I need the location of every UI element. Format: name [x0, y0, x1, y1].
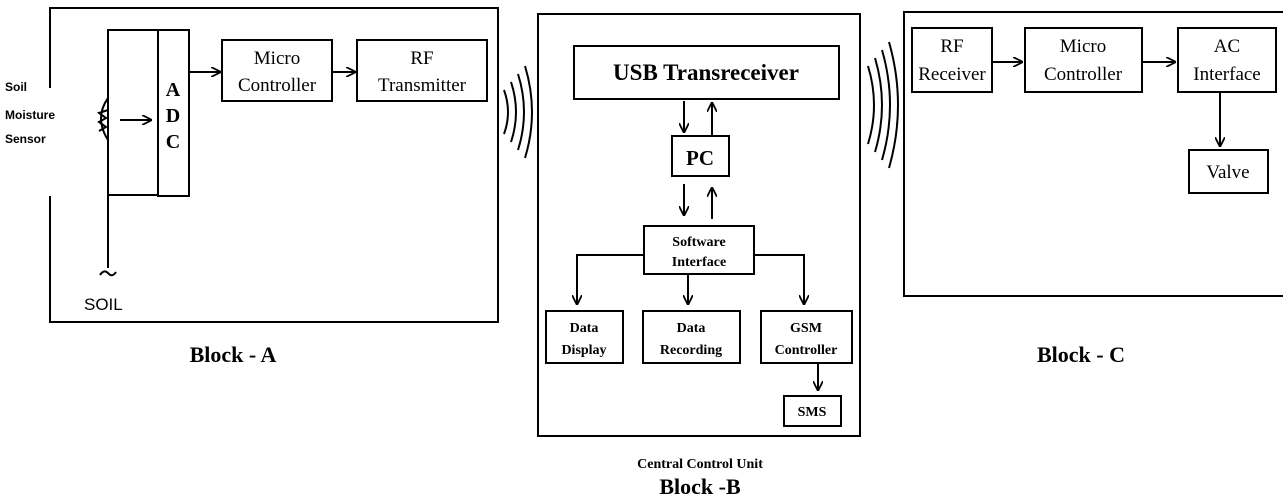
micro-a-line2: Controller	[238, 75, 317, 96]
rf-transmitter-box: RF Transmitter	[356, 39, 488, 102]
soil-ground-icon	[99, 270, 117, 277]
sensor-label-soil: Soil	[5, 80, 27, 94]
block-b: USB Transreceiver PC Software Interface …	[537, 13, 861, 499]
block-b-frame	[537, 13, 861, 437]
micro-a-line1: Micro	[254, 48, 300, 69]
micro-c-line1: Micro	[1060, 36, 1106, 57]
soil-moisture-sensor	[96, 29, 158, 277]
usb-label: USB Transreceiver	[613, 60, 799, 85]
soil-label: SOIL	[84, 295, 123, 314]
arrow-software-to-display	[577, 254, 644, 304]
ac-line2: Interface	[1193, 64, 1261, 85]
adc-letter-a: A	[166, 79, 181, 101]
micro-controller-c-box: Micro Controller	[1024, 27, 1143, 93]
gsm-line1: GSM	[790, 321, 822, 336]
sms-label: SMS	[798, 405, 827, 420]
block-b-caption: Central Control Unit	[637, 457, 763, 472]
arrow-software-to-gsm	[754, 254, 804, 304]
sensor-label-sensor: Sensor	[5, 132, 46, 146]
rf-receiver-box: RF Receiver	[911, 27, 993, 93]
gsm-controller-box: GSM Controller	[760, 310, 853, 364]
gsm-line2: Controller	[775, 343, 838, 358]
adc-letter-c: C	[166, 131, 180, 153]
rf-rx-line1: RF	[940, 36, 963, 57]
display-line1: Data	[570, 321, 599, 336]
software-line2: Interface	[672, 255, 726, 270]
ac-line1: AC	[1214, 36, 1240, 57]
usb-transreceiver-box: USB Transreceiver	[573, 45, 840, 100]
rf-tx-line2: Transmitter	[378, 75, 467, 96]
recording-line2: Recording	[660, 343, 722, 358]
block-c-frame	[903, 11, 1283, 297]
software-line1: Software	[672, 235, 725, 250]
sensor-element-icon	[100, 97, 109, 141]
valve-label: Valve	[1206, 162, 1249, 183]
block-c-title: Block - C	[1037, 342, 1125, 367]
rf-tx-line1: RF	[410, 48, 433, 69]
block-a-sensor-opening	[44, 88, 58, 196]
adc-letter-d: D	[166, 105, 180, 127]
block-b-title: Block -B	[659, 474, 741, 499]
software-interface-box: Software Interface	[643, 225, 755, 275]
data-recording-box: Data Recording	[642, 310, 741, 364]
block-c: RF Receiver Micro Controller AC Interfac…	[903, 11, 1283, 367]
data-display-box: Data Display	[545, 310, 624, 364]
rf-rx-line2: Receiver	[918, 64, 986, 85]
wireless-signal-icon-bc	[867, 41, 899, 169]
sms-box: SMS	[783, 395, 842, 427]
pc-label: PC	[686, 146, 714, 170]
wireless-signal-icon-ab	[503, 65, 533, 159]
ac-interface-box: AC Interface	[1177, 27, 1277, 93]
block-a: Soil Moisture Sensor SOIL A D C Micro	[5, 7, 499, 367]
valve-box: Valve	[1188, 149, 1269, 194]
micro-c-line2: Controller	[1044, 64, 1123, 85]
block-a-title: Block - A	[190, 342, 277, 367]
micro-controller-a-box: Micro Controller	[221, 39, 333, 102]
pc-box: PC	[671, 135, 730, 177]
sensor-label-moisture: Moisture	[5, 108, 55, 122]
recording-line1: Data	[677, 321, 706, 336]
display-line2: Display	[561, 343, 606, 358]
adc-box: A D C	[157, 29, 190, 197]
